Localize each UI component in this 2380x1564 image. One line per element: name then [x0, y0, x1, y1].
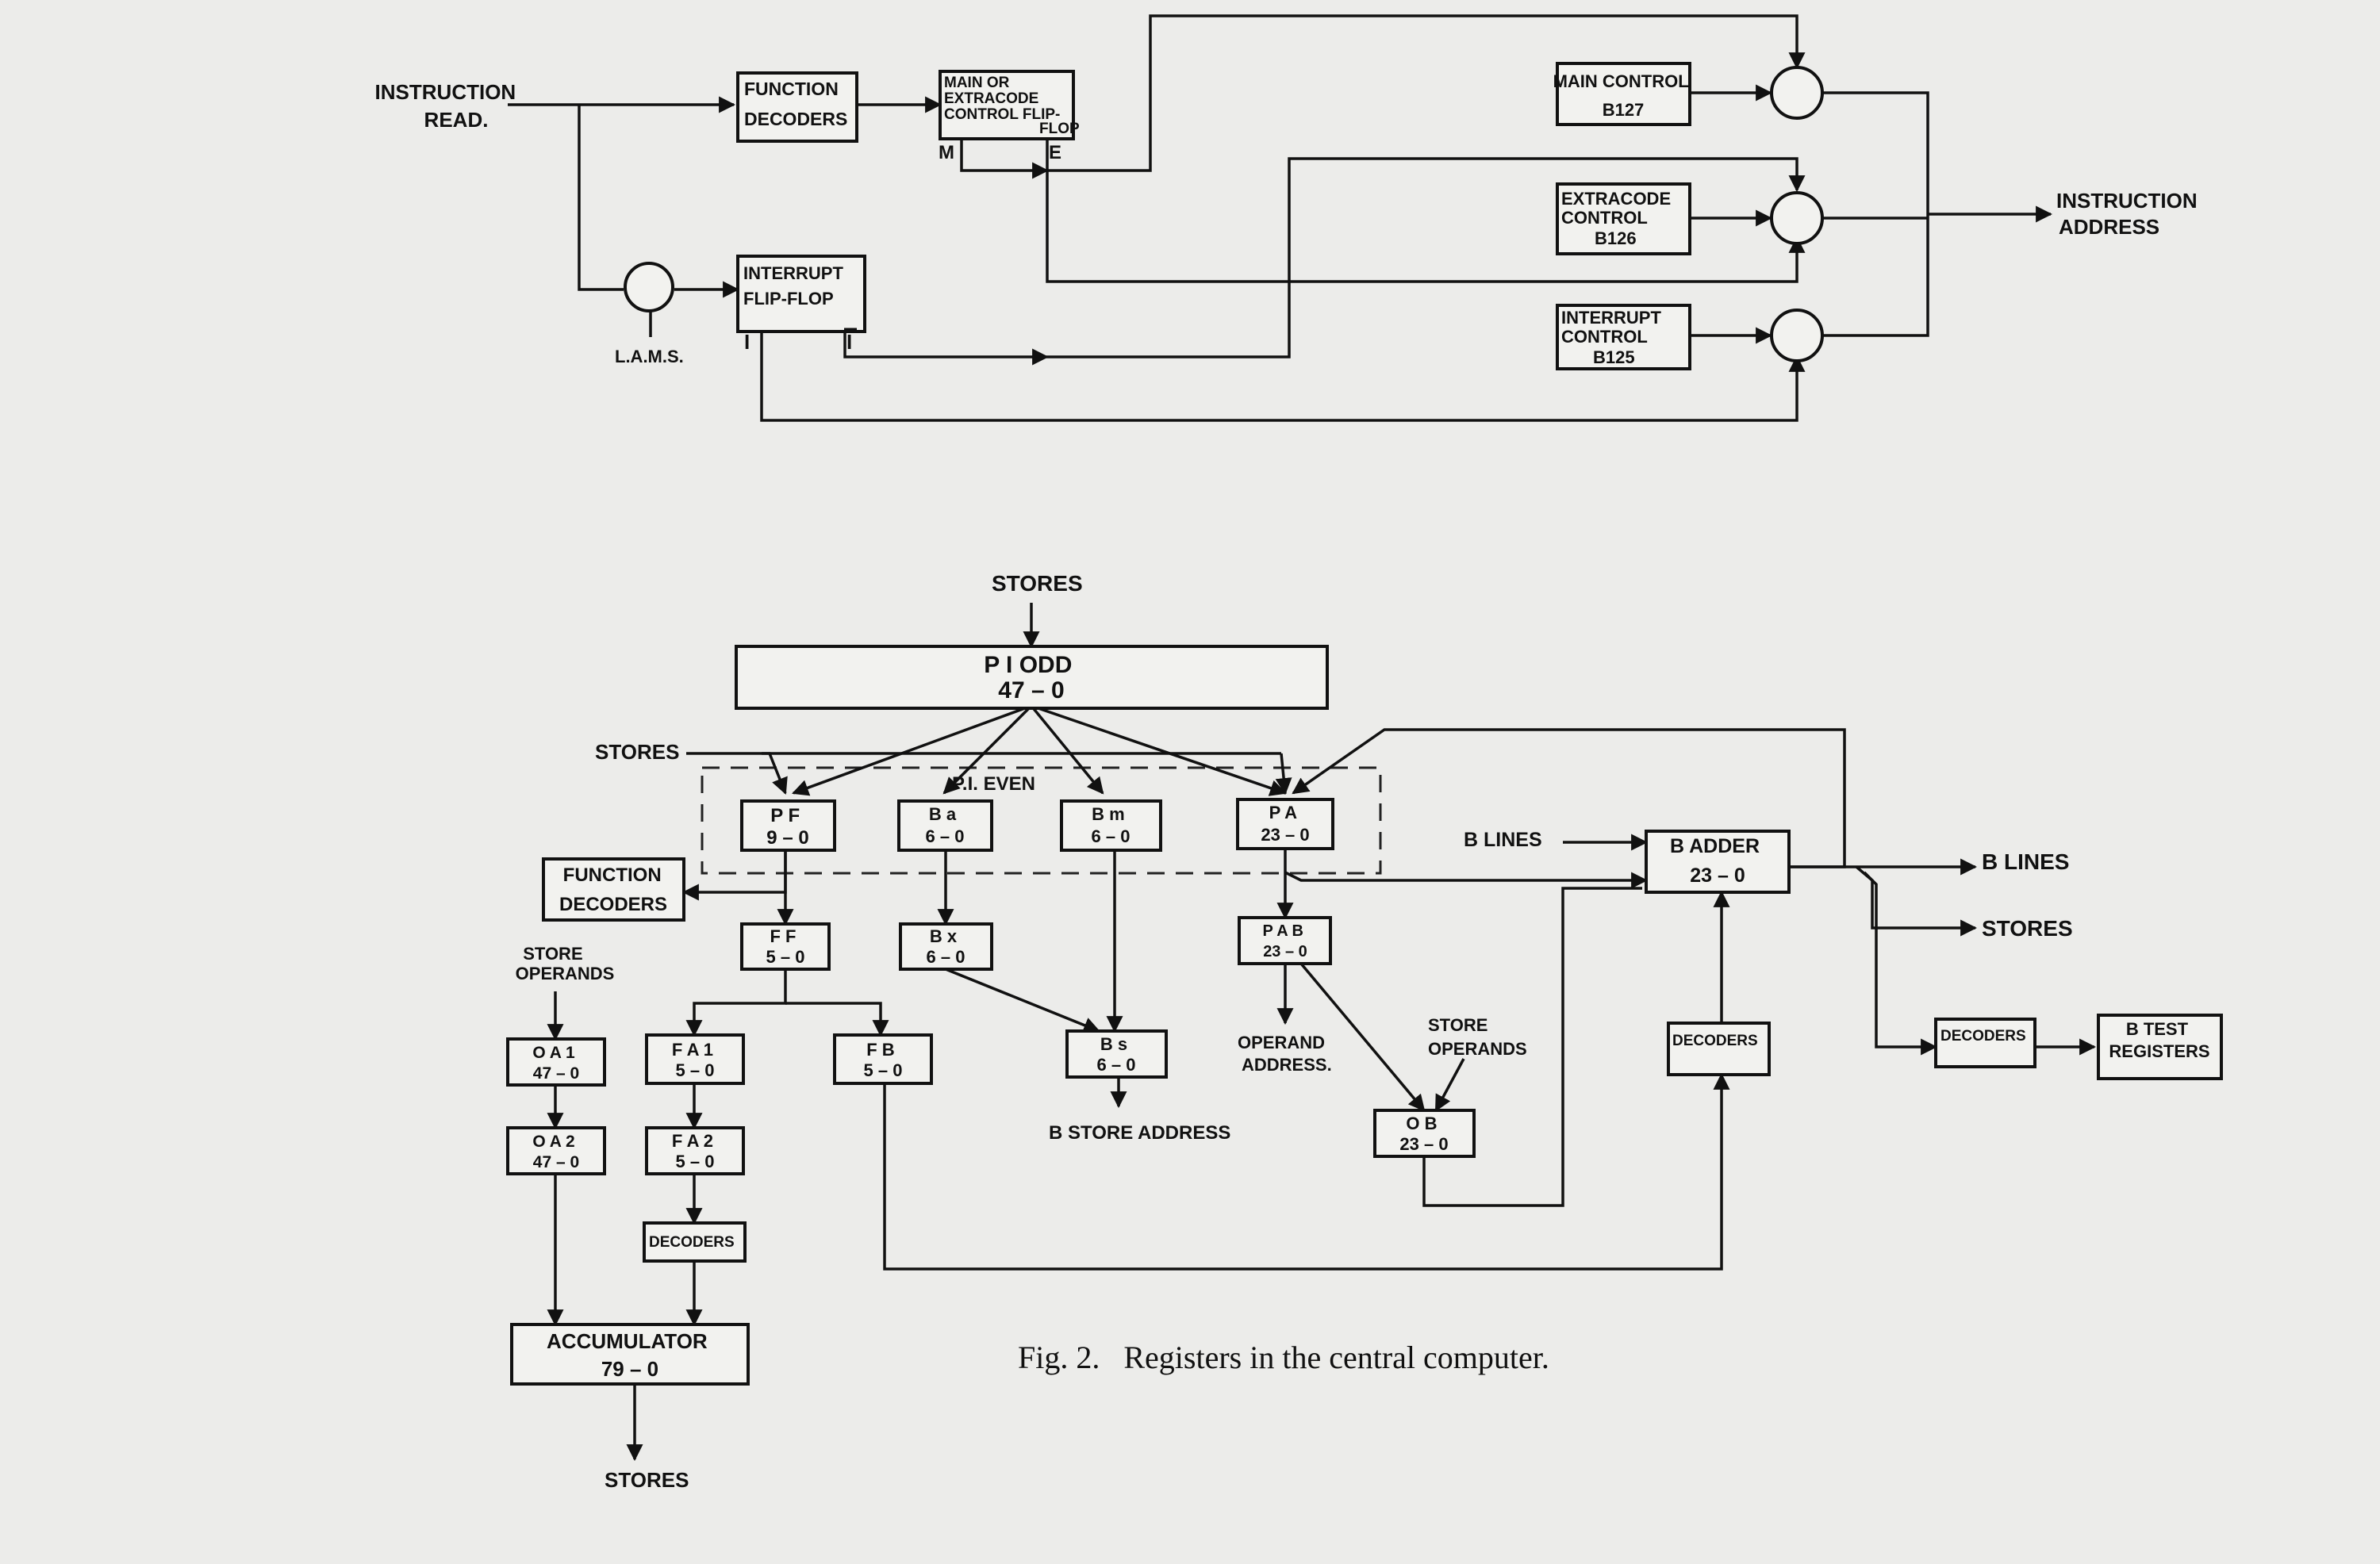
i-output-label: I: [744, 330, 750, 354]
accumulator-box: [510, 1323, 750, 1386]
bm-register-box: [1060, 799, 1162, 852]
main-control-label: MAIN CONTROL B127: [1553, 71, 1694, 120]
fa1-register-label: F A 1 5 – 0: [672, 1040, 718, 1080]
pi-odd-label: P I ODD 47 – 0: [984, 652, 1078, 703]
stores-top-label: STORES: [992, 571, 1083, 596]
e-output-label: E: [1049, 142, 1061, 163]
fb-register-label: F B 5 – 0: [864, 1040, 903, 1080]
b-test-registers-label: B TEST REGISTERS: [2109, 1019, 2209, 1061]
lams-label: L.A.M.S.: [615, 347, 684, 366]
extracode-control-box: [1556, 182, 1691, 255]
ba-register-label: B a 6 – 0: [926, 804, 965, 846]
oa1-register-box: [506, 1037, 606, 1087]
main-extracode-control-flipflop-box: [939, 70, 1075, 140]
stores-out-label: STORES: [1982, 916, 2073, 941]
main-control-gate: [1770, 66, 1824, 120]
interrupt-flipflop-box: [736, 255, 866, 333]
instruction-read-label: INSTRUCTION READ.: [375, 80, 522, 132]
main-extracode-control-flipflop-label: MAIN OR EXTRACODE CONTROL FLIP- FLOP: [944, 75, 1080, 137]
bx-register-label: B x 6 – 0: [927, 926, 965, 967]
stores-bottom-label: STORES: [605, 1468, 689, 1492]
b-lines-out-label: B LINES: [1982, 849, 2069, 874]
function-decoders-box: [736, 71, 858, 143]
interrupt-flipflop-label: INTERRUPT FLIP-FLOP: [743, 263, 848, 309]
instruction-address-label: INSTRUCTION ADDRESS: [2056, 189, 2203, 239]
pi-odd-box: [735, 645, 1329, 710]
pi-even-label: P.I. EVEN: [952, 773, 1035, 795]
figure-caption: Fig. 2. Registers in the central compute…: [1018, 1340, 1549, 1375]
top-diagram: INSTRUCTION READ. FUNCTION DECODERS MAIN…: [375, 14, 2203, 422]
oa1-register-label: O A 1 47 – 0: [532, 1044, 579, 1083]
operand-address-label: OPERAND ADDRESS.: [1238, 1033, 1332, 1075]
interrupt-control-gate: [1770, 309, 1824, 362]
pa-register-label: P A 23 – 0: [1261, 803, 1309, 845]
stores-left-label: STORES: [595, 740, 679, 764]
main-control-box: [1556, 62, 1691, 126]
ff-register-label: F F 5 – 0: [766, 926, 805, 967]
pf-register-box: [740, 799, 836, 852]
interrupt-control-label: INTERRUPT CONTROL B125: [1561, 308, 1666, 367]
store-operands-right-label: STORE OPERANDS: [1428, 1015, 1527, 1059]
pf-register-label: P F 9 – 0: [766, 805, 808, 849]
b-store-address-label: B STORE ADDRESS: [1049, 1122, 1230, 1144]
fa2-register-label: F A 2 5 – 0: [672, 1131, 718, 1171]
store-operands-left-label: STORE OPERANDS: [516, 944, 615, 983]
b-adder-label: B ADDER 23 – 0: [1670, 835, 1765, 887]
fa2-register-box: [645, 1126, 745, 1175]
lams-gate: [624, 262, 674, 312]
ob-register-box: [1373, 1109, 1476, 1158]
function-decoders-label: FUNCTION DECODERS: [744, 79, 847, 129]
decoders-left-label: DECODERS: [649, 1234, 735, 1251]
pab-register-box: [1238, 916, 1332, 965]
ob-register-label: O B 23 – 0: [1399, 1114, 1448, 1154]
decoders-right-label: DECODERS: [1940, 1028, 2026, 1045]
m-output-label: M: [939, 142, 954, 163]
function-decoders-bottom-label: FUNCTION DECODERS: [559, 864, 667, 915]
extracode-control-gate: [1770, 191, 1824, 245]
fb-register-box: [833, 1033, 933, 1085]
extracode-control-label: EXTRACODE CONTROL B126: [1561, 189, 1676, 248]
decoders-mid-box: [1667, 1022, 1771, 1076]
function-decoders-bottom-box: [542, 857, 685, 922]
accumulator-label: ACCUMULATOR 79 – 0: [547, 1329, 713, 1381]
decoders-mid-label: DECODERS: [1672, 1033, 1758, 1049]
bs-register-label: B s 6 – 0: [1097, 1034, 1136, 1075]
ff-register-box: [740, 922, 831, 971]
b-test-registers-box: [2097, 1014, 2223, 1080]
b-lines-in-label: B LINES: [1464, 829, 1542, 851]
decoders-left-box: [643, 1221, 747, 1263]
bx-register-box: [899, 922, 993, 971]
bottom-diagram: STORES P I ODD 47 – 0 STORES P.I. EVEN P…: [506, 571, 2223, 1492]
pi-even-region: [701, 766, 1382, 875]
pa-register-box: [1236, 798, 1334, 850]
b-adder-box: [1645, 830, 1791, 894]
fa1-register-box: [645, 1033, 745, 1085]
oa2-register-box: [506, 1126, 606, 1175]
oa2-register-label: O A 2 47 – 0: [532, 1133, 579, 1171]
bm-register-label: B m 6 – 0: [1092, 804, 1130, 846]
i-bar-output-label: I: [846, 330, 852, 354]
ba-register-box: [897, 799, 993, 852]
bs-register-box: [1065, 1029, 1168, 1079]
pab-register-label: P A B 23 – 0: [1262, 922, 1307, 960]
decoders-right-box: [1934, 1018, 2036, 1068]
interrupt-control-box: [1556, 304, 1691, 370]
